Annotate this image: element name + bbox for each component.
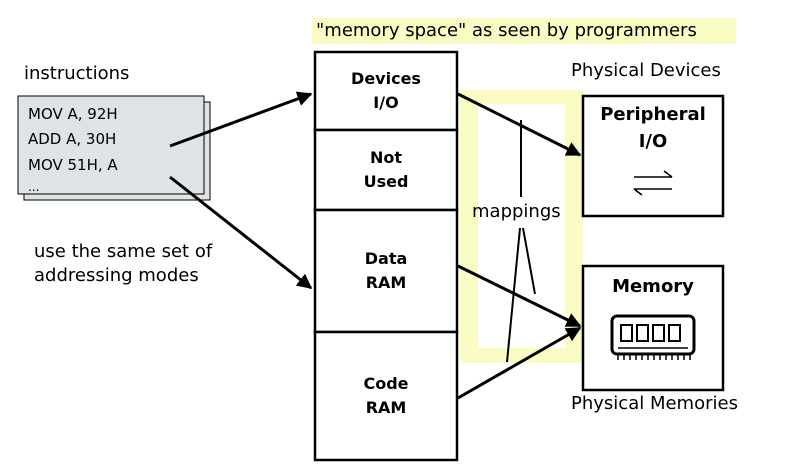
cell-data-ram-frame	[313, 208, 459, 334]
cell-not-used: Not Used	[315, 130, 457, 210]
cell-code-ram-line1: Code	[363, 374, 409, 393]
cell-not-used-line1: Not	[369, 148, 403, 167]
cell-code-ram-line2: RAM	[365, 398, 407, 417]
devices-to-peripheral-arrow	[457, 92, 582, 157]
title-highlight	[312, 18, 736, 44]
bidirectional-arrows-icon	[633, 170, 673, 196]
peripheral-io-label: I/O	[638, 131, 668, 152]
mappings-pointer-left	[506, 227, 521, 363]
cell-code-ram: Code RAM	[315, 332, 457, 460]
code-to-memory-arrow	[457, 326, 582, 400]
data-to-memory-arrow	[457, 264, 582, 328]
instructions-to-devices-arrow	[169, 91, 313, 148]
memory-space-title: "memory space" as seen by programmers	[316, 20, 697, 41]
cell-data-ram-line1: Data	[364, 249, 408, 268]
memory-chip-icon	[610, 314, 696, 360]
cell-data-ram-line2: RAM	[365, 273, 407, 292]
memory-space-column	[313, 50, 459, 462]
cell-not-used-line2: Used	[363, 172, 409, 191]
mappings-pointer-right	[522, 227, 536, 295]
physical-devices-caption: Physical Devices	[571, 60, 721, 81]
instruction-line: MOV 51H, A	[28, 156, 118, 174]
addressing-note-line2: addressing modes	[34, 265, 199, 286]
cell-data-ram: Data RAM	[315, 210, 457, 332]
cell-devices-io-line2: I/O	[373, 93, 399, 112]
cell-code-ram-frame	[313, 330, 459, 462]
peripheral-box	[581, 94, 725, 218]
cell-devices-io-line1: Devices	[351, 69, 421, 88]
mappings-label: mappings	[472, 201, 561, 222]
instructions-label: instructions	[24, 63, 130, 84]
peripheral-title: Peripheral	[600, 104, 706, 125]
cell-devices-io: Devices I/O	[315, 52, 457, 130]
instruction-line: ADD A, 30H	[28, 130, 117, 148]
physical-memories-caption: Physical Memories	[571, 393, 738, 414]
addressing-note-line1: use the same set of	[34, 241, 213, 262]
instructions-to-data-arrow	[169, 175, 313, 290]
memory-title: Memory	[612, 276, 694, 297]
instruction-line: MOV A, 92H	[28, 105, 118, 123]
cell-devices-io-frame	[313, 50, 459, 132]
instruction-ellipsis: ...	[28, 180, 40, 194]
